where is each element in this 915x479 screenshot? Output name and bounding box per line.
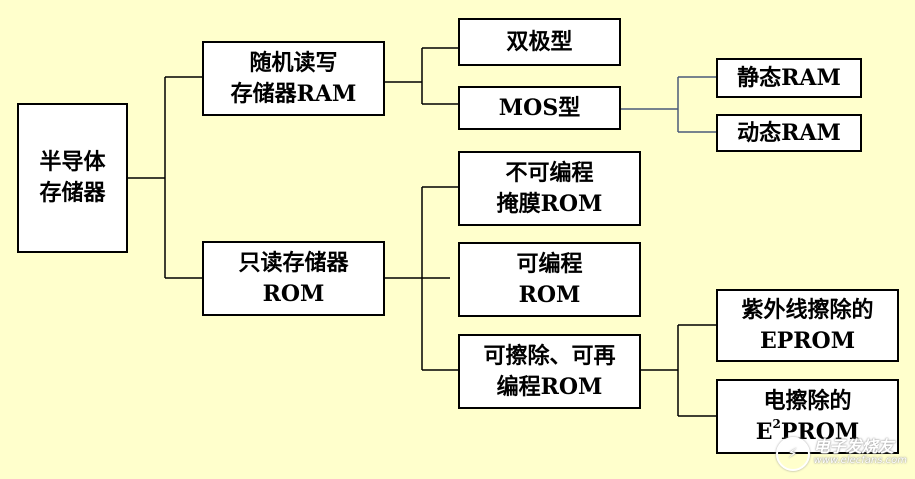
node-label: MOS型: [498, 94, 581, 121]
node-label-line1: 随机读写: [249, 49, 338, 76]
node-label-line2: 存储器RAM: [230, 80, 357, 107]
node-label-line2: 编程ROM: [496, 373, 603, 400]
node-mos: MOS型: [458, 86, 621, 130]
node-label-line1: 不可编程: [505, 159, 594, 186]
e2prom-superscript: 2: [772, 417, 781, 432]
watermark-url: www.elecfans.com: [813, 455, 907, 466]
node-label-line2: 掩膜ROM: [496, 190, 603, 217]
node-erasable-rom: 可擦除、可再 编程ROM: [458, 334, 641, 409]
elecfans-watermark: ⚡ 电子发烧友 www.elecfans.com: [775, 437, 907, 471]
node-dram: 动态RAM: [716, 114, 862, 152]
node-label: 双极型: [506, 28, 573, 55]
node-label-line1: 可擦除、可再: [483, 342, 616, 369]
node-bipolar: 双极型: [458, 18, 621, 66]
node-label: 静态RAM: [737, 64, 841, 91]
node-label-line1: 电擦除的: [763, 387, 852, 414]
node-semiconductor-memory: 半导体 存储器: [17, 103, 128, 253]
node-sram: 静态RAM: [716, 58, 862, 98]
node-label-line2: EPROM: [759, 327, 856, 354]
node-rom: 只读存储器 ROM: [202, 241, 385, 316]
watermark-main: 电子发烧友: [813, 437, 894, 456]
node-label-line2: 存储器: [39, 180, 106, 206]
node-label-line1: 半导体: [39, 149, 106, 175]
node-label-line1: 紫外线擦除的: [741, 296, 874, 323]
node-mask-rom: 不可编程 掩膜ROM: [458, 151, 641, 226]
node-label-line2: ROM: [518, 281, 581, 308]
node-label-line1: 只读存储器: [238, 249, 349, 276]
node-ram: 随机读写 存储器RAM: [202, 41, 385, 116]
node-label-line2: ROM: [262, 280, 325, 307]
node-prom: 可编程 ROM: [458, 242, 641, 317]
node-eprom: 紫外线擦除的 EPROM: [716, 289, 899, 362]
node-label-line1: 可编程: [516, 250, 583, 277]
e2prom-prefix: E: [755, 418, 773, 445]
watermark-text: 电子发烧友 www.elecfans.com: [813, 437, 907, 468]
node-label: 动态RAM: [737, 119, 841, 146]
elecfans-logo-icon: ⚡: [775, 437, 810, 471]
